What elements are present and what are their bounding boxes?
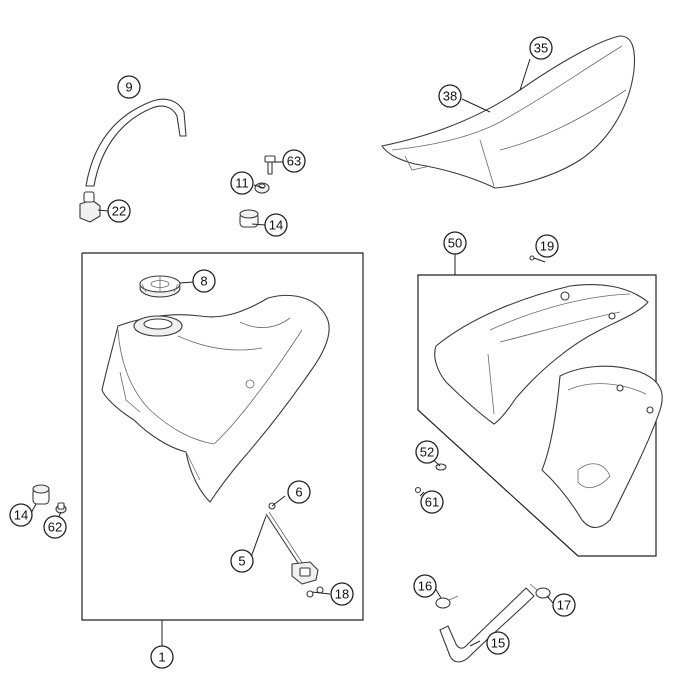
callout-label-63: 63	[287, 154, 301, 169]
callout-label-15: 15	[491, 636, 505, 651]
screw-19	[529, 255, 535, 261]
tank-group-frame	[81, 252, 364, 621]
callout-19: 19	[535, 234, 559, 258]
bushing	[254, 182, 270, 194]
callout-label-62: 62	[48, 520, 62, 535]
leader-lines	[29, 58, 554, 647]
callout-6: 6	[287, 480, 311, 504]
radiator-shroud	[434, 284, 649, 425]
seat	[381, 35, 636, 189]
bushing-left	[55, 502, 67, 514]
fuel-tap	[265, 502, 324, 598]
callout-5: 5	[230, 549, 254, 573]
side-cover	[541, 365, 663, 529]
callout-14-top: 14	[264, 213, 288, 237]
filler-cap	[139, 275, 181, 298]
callout-1: 1	[150, 645, 174, 669]
callout-label-1: 1	[158, 650, 165, 665]
callout-label-38: 38	[443, 89, 457, 104]
callout-label-19: 19	[540, 239, 554, 254]
callout-label-16: 16	[418, 579, 432, 594]
hose-fitting	[79, 191, 101, 223]
callout-35: 35	[529, 36, 553, 60]
screw-61	[414, 486, 422, 494]
callout-18: 18	[330, 582, 354, 606]
callout-50: 50	[443, 231, 467, 255]
callout-label-8: 8	[200, 274, 207, 289]
callout-61: 61	[420, 490, 444, 514]
callout-label-61: 61	[425, 495, 439, 510]
callout-label-22: 22	[112, 204, 126, 219]
callout-11: 11	[230, 171, 254, 195]
callout-label-5: 5	[238, 554, 245, 569]
callout-63: 63	[282, 149, 306, 173]
washer-52	[435, 463, 447, 471]
callout-52: 52	[415, 440, 439, 464]
callout-14-left: 14	[9, 503, 33, 527]
callout-label-50: 50	[448, 236, 462, 251]
hose-clamp-17	[529, 583, 551, 599]
callout-label-6: 6	[295, 485, 302, 500]
side-cover-group-frame	[417, 274, 657, 557]
callout-15: 15	[486, 631, 510, 655]
callout-label-14-left: 14	[14, 508, 28, 523]
fuel-tank	[101, 294, 330, 503]
callout-17: 17	[552, 593, 576, 617]
callout-label-35: 35	[534, 41, 548, 56]
callout-9: 9	[117, 75, 141, 99]
rubber-grommet	[239, 209, 259, 228]
callout-label-11: 11	[235, 176, 249, 191]
callout-38: 38	[438, 84, 462, 108]
callout-label-9: 9	[125, 80, 132, 95]
callout-label-14-top: 14	[269, 218, 283, 233]
vent-hose	[439, 587, 535, 663]
hose-clamp-16	[435, 595, 459, 609]
screw	[264, 155, 276, 175]
callout-16: 16	[413, 574, 437, 598]
callout-label-17: 17	[557, 598, 571, 613]
callout-label-52: 52	[420, 445, 434, 460]
fuel-hose	[85, 98, 187, 187]
callout-8: 8	[192, 269, 216, 293]
callout-label-18: 18	[335, 587, 349, 602]
callout-22: 22	[107, 199, 131, 223]
callout-62: 62	[43, 515, 67, 539]
rubber-grommet-left	[32, 484, 50, 505]
